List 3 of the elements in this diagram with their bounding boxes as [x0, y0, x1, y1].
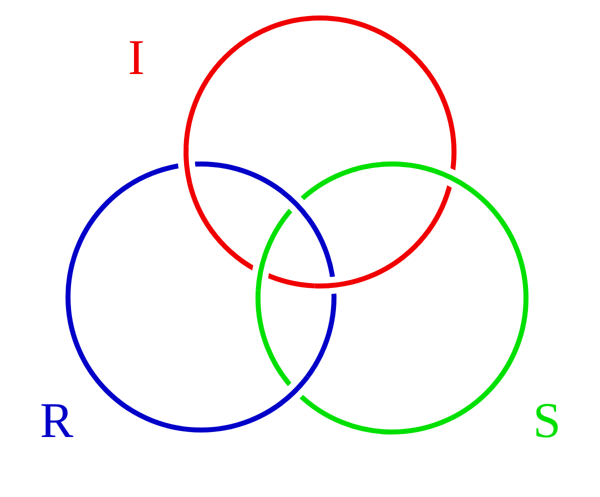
ring-letter: R — [40, 395, 74, 445]
ring-letter: S — [533, 395, 561, 445]
ring-letter: I — [128, 32, 145, 82]
